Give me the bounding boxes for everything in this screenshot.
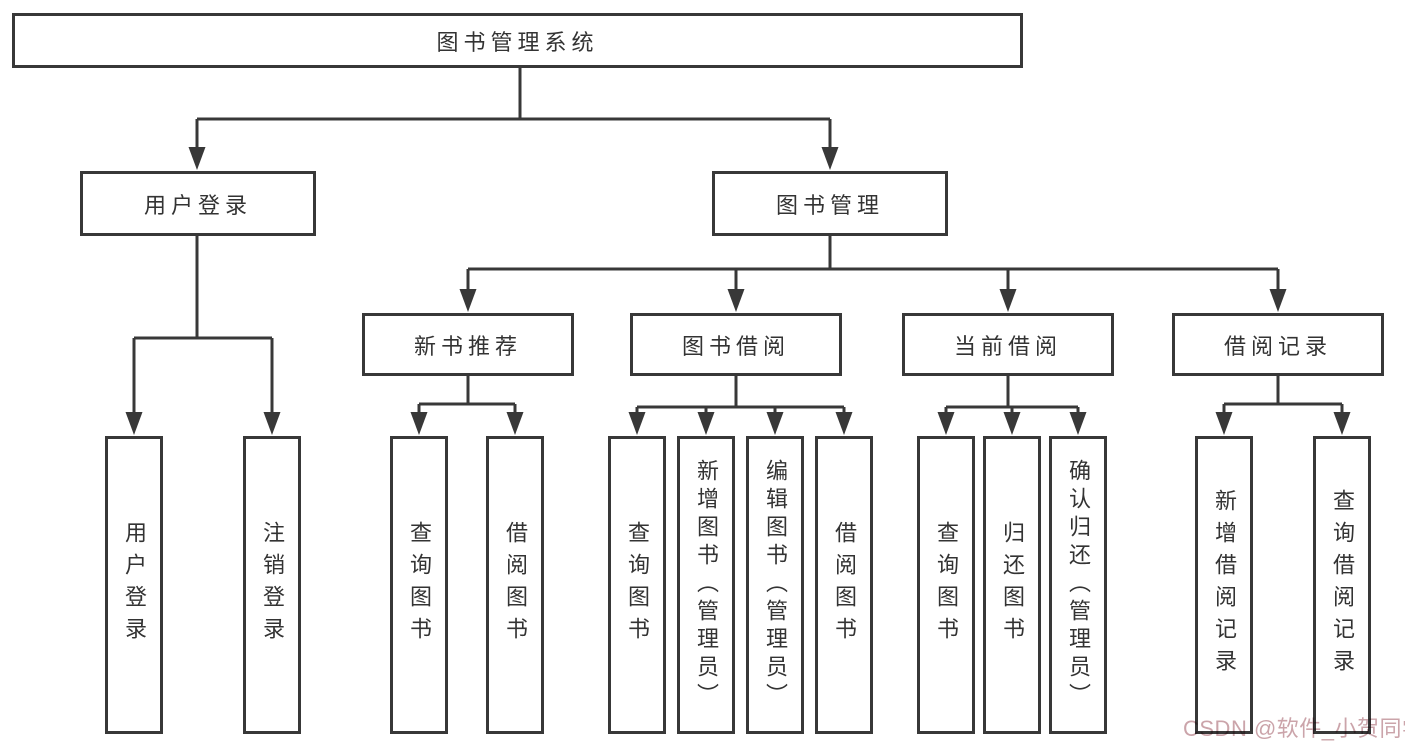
leaf-query-books-3: 查询图书: [917, 436, 975, 734]
leaf-logout-login: 注销登录: [243, 436, 301, 734]
leaf-return-books: 归还图书: [983, 436, 1041, 734]
node-borrow-records: 借阅记录: [1172, 313, 1384, 376]
node-book-management: 图书管理: [712, 171, 948, 236]
node-root-system: 图书管理系统: [12, 13, 1023, 68]
leaf-user-login: 用户登录: [105, 436, 163, 734]
node-book-borrow: 图书借阅: [630, 313, 842, 376]
leaf-confirm-return-admin: 确认归还（管理员）: [1049, 436, 1107, 734]
leaf-add-books-admin: 新增图书（管理员）: [677, 436, 735, 734]
leaf-query-books-1: 查询图书: [390, 436, 448, 734]
leaf-borrow-books-2: 借阅图书: [815, 436, 873, 734]
leaf-edit-books-admin: 编辑图书（管理员）: [746, 436, 804, 734]
node-new-book-recommend: 新书推荐: [362, 313, 574, 376]
node-user-login: 用户登录: [80, 171, 316, 236]
leaf-query-borrow-record: 查询借阅记录: [1313, 436, 1371, 734]
arrowhead-icons: [125, 147, 1351, 435]
csdn-watermark: CSDN @软件_小贺同学: [1183, 716, 1405, 741]
node-current-borrow: 当前借阅: [902, 313, 1114, 376]
leaf-add-borrow-record: 新增借阅记录: [1195, 436, 1253, 734]
leaf-borrow-books-1: 借阅图书: [486, 436, 544, 734]
leaf-query-books-2: 查询图书: [608, 436, 666, 734]
